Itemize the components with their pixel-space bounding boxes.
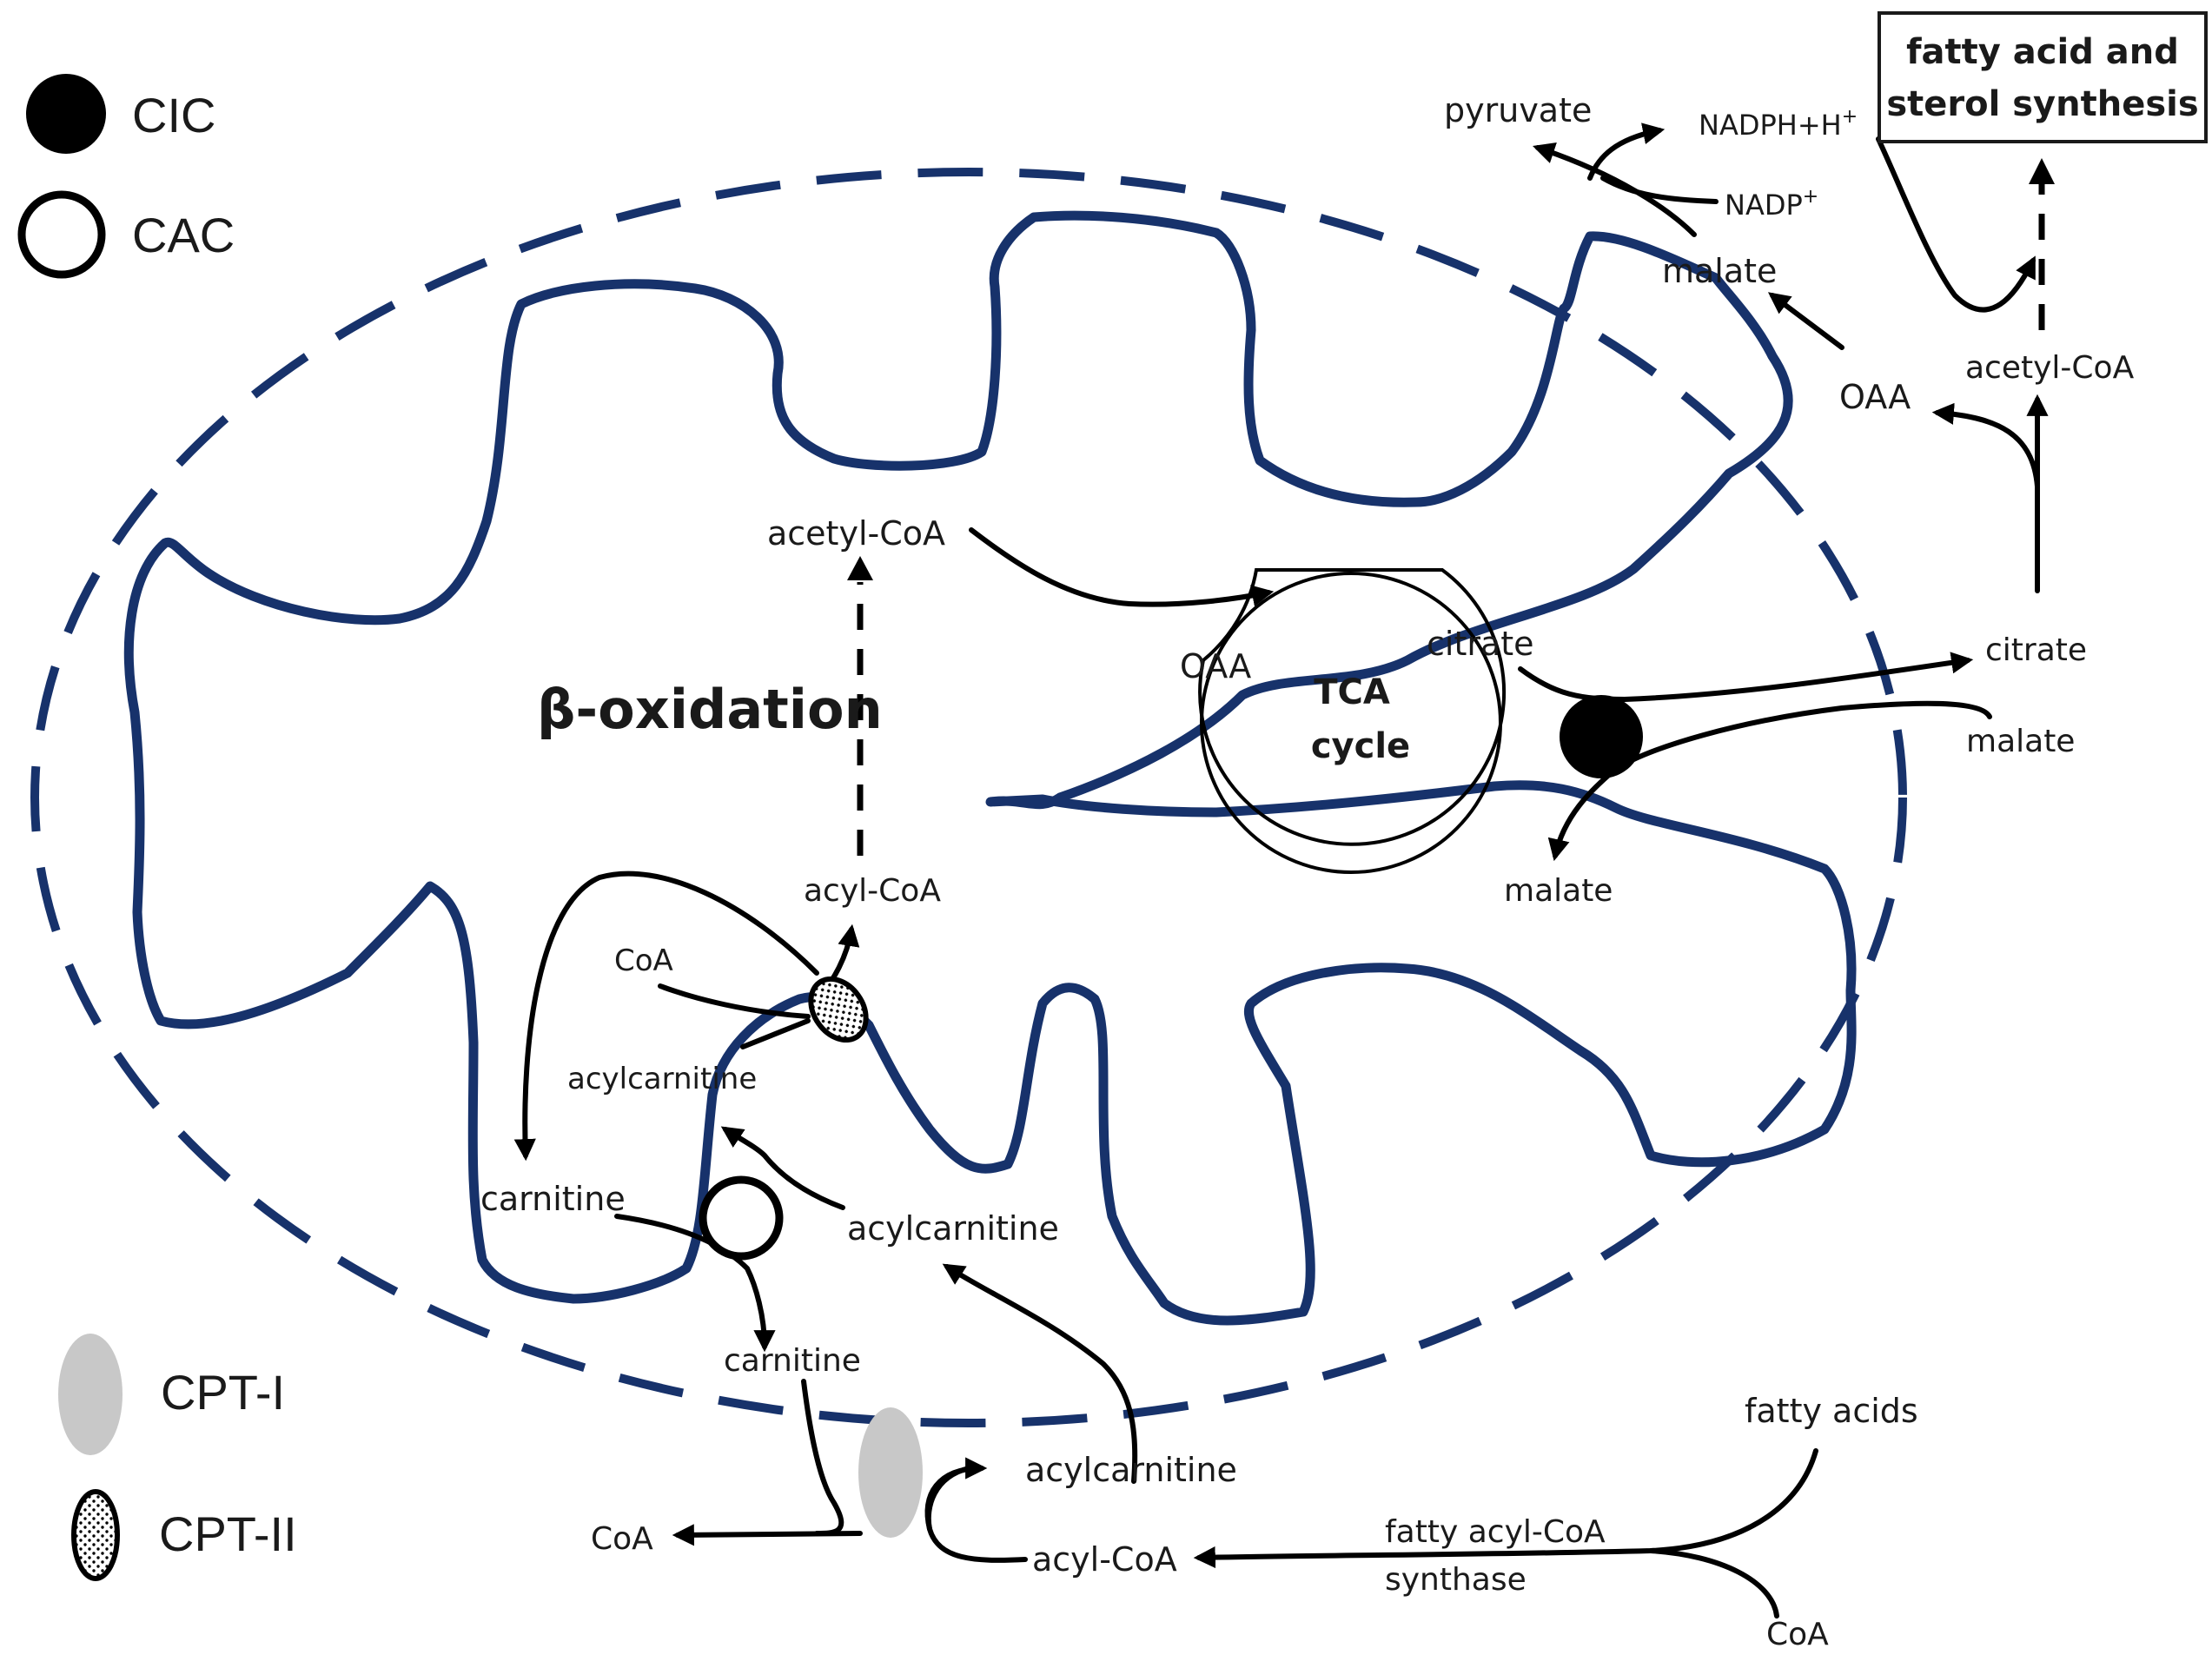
matrix-oaa-label: OAA (1180, 647, 1251, 685)
tca-cycle-circle (1198, 568, 1507, 846)
matrix-citrate-label: citrate (1427, 625, 1534, 663)
tca-ring (1200, 572, 1502, 874)
nadph-to-synthesis-arrow (1876, 136, 2036, 313)
ims-carnitine-label: carnitine (724, 1343, 861, 1379)
carnitine-out-arrow (614, 1214, 776, 1353)
cytosol-acylcarnitine-label: acylcarnitine (1025, 1451, 1237, 1489)
cytosol-acyl-coa-label: acyl-CoA (1032, 1540, 1177, 1579)
legend-cic-icon (26, 74, 106, 154)
cytosol-oaa-label: OAA (1839, 378, 1911, 416)
cytosol-coa-left-label: CoA (591, 1521, 653, 1557)
legend-cpt1-icon (58, 1334, 123, 1455)
matrix-malate-label: malate (1504, 873, 1613, 909)
enzyme-label-line2: synthase (1385, 1562, 1527, 1598)
synthesis-box (1878, 11, 2208, 143)
synthesis-box-line1: fatty acid and (1906, 32, 2179, 72)
carnitine-in-cpt1 (801, 1379, 844, 1536)
enzyme-label-line1: fatty acyl-CoA (1385, 1514, 1606, 1550)
inner-membrane (123, 210, 1857, 1326)
acylcarnitine-to-cpt2 (740, 1018, 811, 1049)
coa-to-cpt2 (658, 983, 811, 1019)
citrate-export-arrow (1518, 652, 1974, 702)
tca-entry-arrow (969, 527, 1275, 607)
beta-oxidation-arrowhead (847, 556, 873, 580)
cytosol-malate-right-label: malate (1966, 724, 2075, 759)
nadp-input-arrow (1600, 175, 1719, 204)
cpt2-enzyme (808, 976, 869, 1043)
beta-oxidation-label: β-oxidation (537, 678, 883, 741)
matrix-coa-label: CoA (614, 943, 673, 978)
tca-label-line2: cycle (1311, 726, 1410, 766)
cac-carrier (699, 1175, 784, 1261)
acyl-coa-synthase-arrow (1193, 1448, 1818, 1569)
nadp-label: NADP+ (1725, 186, 1818, 222)
synthesis-box-line2: sterol synthesis (1886, 84, 2198, 124)
legend-cpt2-label: CPT-II (159, 1506, 297, 1561)
cic-carrier (1560, 695, 1643, 778)
nadph-label: NADPH+H+ (1699, 106, 1858, 142)
legend-cac-icon (17, 190, 106, 279)
legend-cac-label: CAC (132, 208, 235, 262)
synthesis-arrowhead (2029, 158, 2055, 184)
coa-release-cpt1-arrow (672, 1524, 863, 1546)
pyruvate-label: pyruvate (1444, 91, 1592, 129)
matrix-acyl-coa-label: acyl-CoA (804, 873, 941, 909)
coa-release-arrow (1648, 1548, 1779, 1619)
malic-enzyme-arrow (1533, 142, 1697, 237)
acylcarnitine-into-matrix-arrow (720, 1126, 845, 1210)
nadph-output-arrow (1587, 122, 1666, 181)
legend-cic-label: CIC (132, 88, 215, 142)
outer-membrane (30, 168, 1907, 1427)
cpt1-enzyme (858, 1407, 923, 1538)
acyl-coa-to-acylcarnitine-arrow (924, 1457, 988, 1532)
fatty-acids-label: fatty acids (1745, 1392, 1918, 1430)
matrix-acetyl-coa-label: acetyl-CoA (767, 514, 945, 553)
cytosol-coa-bottom-label: CoA (1766, 1617, 1829, 1652)
malate-import-arrow (1547, 700, 1992, 862)
oaa-to-malate-arrow (1767, 292, 1844, 350)
legend-cpt1-label: CPT-I (161, 1365, 285, 1420)
cytosol-malate-top-label: malate (1662, 252, 1777, 290)
ims-acylcarnitine-label: acylcarnitine (847, 1209, 1059, 1248)
legend-cpt2-icon (71, 1489, 120, 1581)
carnitine-release-cpt2-arrow (513, 871, 819, 1162)
oaa-branch-arrow (1931, 402, 2040, 489)
cytosol-acetyl-coa-label: acetyl-CoA (1965, 350, 2135, 386)
cytosol-citrate-label: citrate (1985, 632, 2087, 668)
matrix-carnitine-label: carnitine (480, 1180, 626, 1218)
acylcarnitine-to-ims-arrow (942, 1263, 1138, 1484)
matrix-acylcarnitine-label: acylcarnitine (567, 1062, 757, 1096)
tca-label-line1: TCA (1314, 672, 1390, 712)
